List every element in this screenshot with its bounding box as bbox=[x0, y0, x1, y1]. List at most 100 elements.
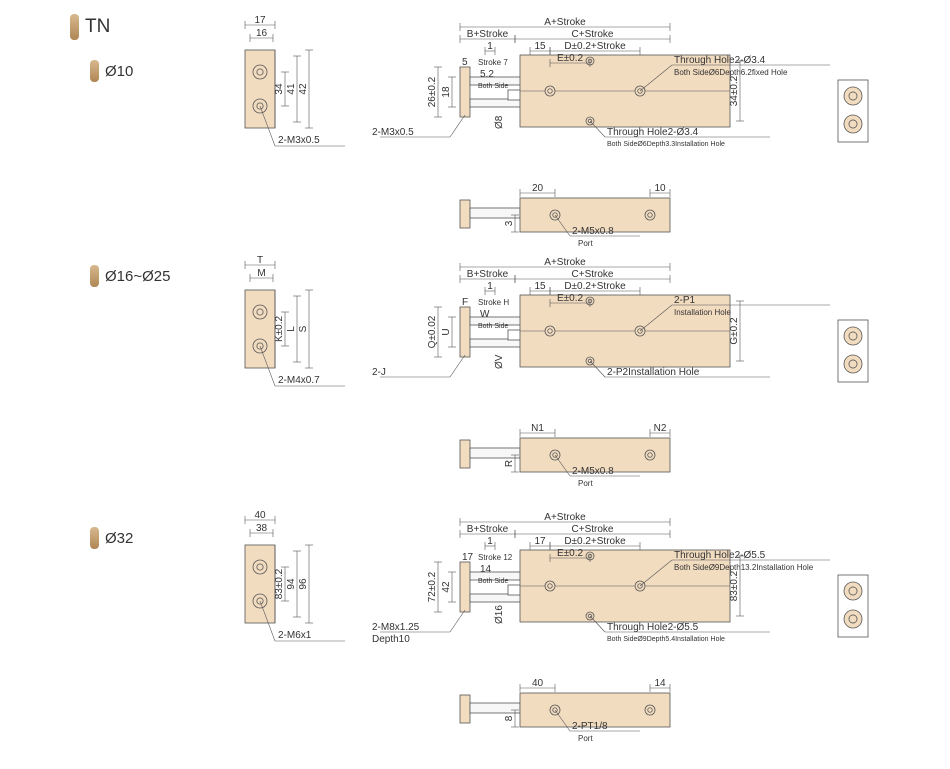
port-end-plate bbox=[459, 694, 471, 724]
mount-hole bbox=[644, 449, 656, 461]
mount-hole-inner bbox=[547, 328, 553, 334]
mount-hole bbox=[843, 114, 863, 134]
port-end-plate bbox=[459, 439, 471, 469]
dimension-label: S bbox=[298, 325, 309, 332]
dimension-label: 18 bbox=[441, 86, 452, 98]
port-right-dim: 14 bbox=[649, 678, 671, 692]
port-offset-dim: 15 bbox=[529, 41, 551, 55]
mount-hole-inner bbox=[647, 452, 653, 458]
right-hole-pitch-dim: 83±0.2 bbox=[729, 555, 744, 617]
section-tag-icon bbox=[90, 265, 99, 287]
header-tag-icon bbox=[70, 14, 79, 40]
port-right-dim: 10 bbox=[649, 183, 671, 197]
port-view bbox=[459, 692, 671, 728]
side-total-dim: 96 bbox=[298, 544, 313, 624]
dimension-label: K±0.2 bbox=[274, 316, 285, 342]
mount-hole-inner bbox=[848, 331, 858, 341]
mount-hole-inner bbox=[587, 358, 593, 364]
port-callout-leader bbox=[554, 214, 571, 237]
port-callout-leader bbox=[554, 709, 571, 732]
left-callout-leader bbox=[449, 114, 466, 138]
dimension-label: 83±0.2 bbox=[729, 570, 740, 601]
series-title: TN bbox=[85, 16, 111, 37]
mount-hole-inner bbox=[547, 583, 553, 589]
section-title: Ø32 bbox=[105, 529, 134, 547]
dimension-label: E±0.2 bbox=[557, 548, 583, 559]
port-rod bbox=[469, 447, 521, 459]
both-side-label: Both Side bbox=[478, 578, 508, 585]
dimension-label: G±0.2 bbox=[729, 317, 740, 345]
rod-width-label: 5.2 bbox=[480, 69, 494, 80]
port-rod bbox=[469, 702, 521, 714]
note-b-leader bbox=[589, 120, 606, 138]
port-label: Port bbox=[578, 479, 593, 488]
dimension-label: 17 bbox=[254, 15, 266, 26]
rod-width-label: W bbox=[480, 309, 490, 320]
port-offset-dim: 15 bbox=[529, 281, 551, 295]
dimension-label: E±0.2 bbox=[557, 293, 583, 304]
c-stroke-dim: C+Stroke bbox=[514, 524, 671, 538]
dimension-label: B+Stroke bbox=[467, 269, 509, 280]
port-label: Port bbox=[578, 734, 593, 743]
port-height-dim: 8 bbox=[504, 709, 519, 728]
port-view bbox=[459, 437, 671, 473]
left-height-dim: Q±0.02 bbox=[427, 306, 442, 358]
side-inner-width-dim: 16 bbox=[249, 28, 274, 42]
note-a-label: Installation Hole bbox=[674, 308, 731, 317]
dimension-label: 1 bbox=[487, 536, 493, 547]
end-view bbox=[837, 319, 869, 383]
side-callout-leader bbox=[259, 105, 276, 147]
mount-hole-inner bbox=[587, 118, 593, 124]
side-body bbox=[244, 544, 276, 624]
mount-hole-inner bbox=[552, 707, 558, 713]
dimension-label: 20 bbox=[532, 183, 544, 194]
mount-hole-inner bbox=[647, 212, 653, 218]
dimension-label: N1 bbox=[531, 423, 544, 434]
series-header: TN bbox=[70, 14, 110, 40]
stroke-label: Stroke 7 bbox=[478, 58, 508, 67]
front-view bbox=[459, 54, 731, 128]
left-offset-label: F bbox=[462, 297, 468, 308]
mount-hole bbox=[843, 326, 863, 346]
rod-diameter-label: Ø16 bbox=[494, 605, 505, 624]
dimension-label: 38 bbox=[256, 523, 268, 534]
mount-hole bbox=[843, 86, 863, 106]
rod-width-label: 14 bbox=[480, 564, 492, 575]
side-body bbox=[244, 49, 276, 129]
port-left-dim: 20 bbox=[519, 183, 556, 197]
dimension-label: C+Stroke bbox=[572, 524, 614, 535]
mount-hole bbox=[252, 64, 268, 80]
side-hole-pitch-dim: 34 bbox=[274, 71, 289, 107]
side-callout-label: 2-M3x0.5 bbox=[278, 135, 320, 146]
note-b-label: Both SideØ6Depth3.3Installation Hole bbox=[607, 141, 725, 148]
stroke-label: Stroke 12 bbox=[478, 553, 513, 562]
mount-hole bbox=[644, 209, 656, 221]
side-width-dim: 17 bbox=[244, 15, 276, 29]
mount-hole-inner bbox=[848, 614, 858, 624]
mount-hole-inner bbox=[256, 563, 264, 571]
note-b-label: Both SideØ9Depth5.4Installation Hole bbox=[607, 636, 725, 643]
side-callout-leader bbox=[259, 345, 276, 387]
section-header-1: Ø16~Ø25 bbox=[90, 265, 170, 287]
mount-hole bbox=[544, 85, 556, 97]
dimension-label: M bbox=[257, 268, 265, 279]
port-left-dim: N1 bbox=[519, 423, 556, 437]
end-plate bbox=[459, 66, 471, 118]
left-height-dim: 26±0.2 bbox=[427, 66, 442, 118]
dimension-label: D±0.2+Stroke bbox=[564, 536, 626, 547]
both-side-label: Both Side bbox=[478, 323, 508, 330]
both-side-label: Both Side bbox=[478, 83, 508, 90]
port-callout-leader bbox=[554, 454, 571, 477]
mount-hole bbox=[843, 609, 863, 629]
note-a-label: Both SideØ6Depth6.2fixed Hole bbox=[674, 68, 788, 77]
mount-hole-inner bbox=[848, 119, 858, 129]
rod-span-dim: 42 bbox=[441, 571, 456, 603]
side-body bbox=[244, 289, 276, 369]
rod-offset-dim: 1 bbox=[484, 41, 496, 55]
dimension-label: 94 bbox=[286, 578, 297, 590]
note-b-leader bbox=[589, 615, 606, 633]
dimension-label: 3 bbox=[504, 220, 515, 226]
port-callout-label: 2-PT1/8 bbox=[572, 721, 608, 732]
